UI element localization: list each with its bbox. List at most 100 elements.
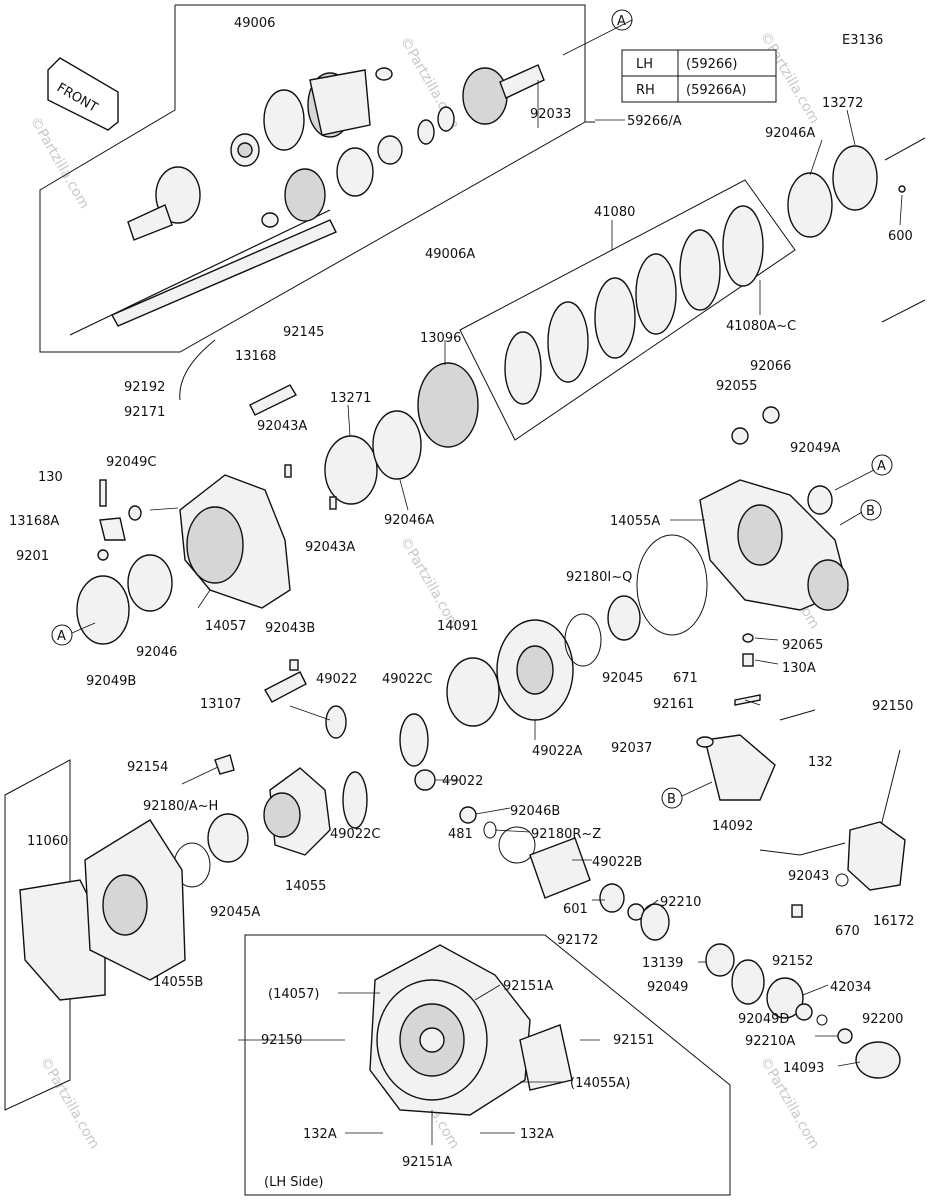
front-arrow-icon: FRONT (47, 57, 119, 131)
label-92192: 92192 (124, 380, 165, 395)
part-labels: 49006 92033 59266/A 49006A 13272 92046A … (9, 16, 914, 1170)
cover-14093 (855, 1041, 901, 1079)
table-side-rh: RH (636, 83, 655, 98)
pin-92043A (284, 464, 292, 478)
frame-edge (881, 299, 926, 323)
label-49022A: 49022A (532, 744, 582, 759)
label-41080AC: 41080A~C (726, 319, 796, 334)
callout-a: A (617, 14, 626, 29)
callout-circle-a (871, 454, 893, 476)
seal-92049 (731, 959, 765, 1005)
drive-shaft-assembly (69, 64, 545, 336)
label-49022: 49022 (316, 672, 357, 687)
pinion-49022-b (414, 769, 436, 791)
diff-case-14055 (263, 767, 331, 856)
label-16172: 16172 (873, 914, 914, 929)
callout-b: B (866, 504, 875, 519)
label-14093: 14093 (783, 1061, 824, 1076)
pin-92043A-b (329, 496, 337, 510)
label-92046A-mid: 92046A (384, 513, 434, 528)
label-92033: 92033 (530, 107, 571, 122)
frame-edge (884, 137, 926, 161)
label-92046A: 92046A (765, 126, 815, 141)
label-670: 670 (835, 924, 860, 939)
lh-side-assembly (369, 944, 573, 1116)
label-92210: 92210 (660, 895, 701, 910)
label-92049D: 92049D (738, 1012, 789, 1027)
actuator-wire (759, 842, 846, 856)
table-part-rh: (59266A) (686, 83, 746, 98)
bolt-92154 (214, 754, 235, 775)
label-49022B: 49022B (592, 855, 642, 870)
cover-bore (102, 874, 148, 936)
sensor-92152 (791, 904, 803, 918)
label-49022C: 49022C (382, 672, 432, 687)
ring-gear-center (516, 645, 554, 695)
label-92152: 92152 (772, 954, 813, 969)
clutch-hub-13096 (417, 362, 479, 448)
bevel-gear-49022C-b (342, 771, 368, 829)
label-14055: 14055 (285, 879, 326, 894)
watermark-text: ©Partzilla.com (37, 1054, 103, 1152)
label-13107: 13107 (200, 697, 241, 712)
leader-lines (71, 19, 903, 1145)
washer-92065 (742, 633, 754, 643)
seal-92049D (795, 1003, 813, 1021)
lh-side-inset-frame (244, 934, 731, 1196)
label-14092: 14092 (712, 819, 753, 834)
label-49006: 49006 (234, 16, 275, 31)
actuator-16172 (847, 821, 906, 891)
callout-a: A (877, 459, 886, 474)
label-92210A: 92210A (745, 1034, 795, 1049)
washer-92200 (816, 1014, 828, 1026)
watermark-text: ©Partzilla.com (27, 114, 93, 212)
label-92043: 92043 (788, 869, 829, 884)
label-92200: 92200 (862, 1012, 903, 1027)
thrust-bearing-92046A (787, 172, 833, 238)
label-11060: 11060 (27, 834, 68, 849)
label-600: 600 (888, 229, 913, 244)
label-49022-b: 49022 (442, 774, 483, 789)
label-92180AH: 92180/A~H (143, 799, 218, 814)
diagram-code: E3136 (842, 33, 883, 48)
label-13271: 13271 (330, 391, 371, 406)
label-14055A: 14055A (610, 514, 660, 529)
label-130: 130 (38, 470, 63, 485)
label-14055B: 14055B (153, 975, 203, 990)
inset-caption: (LH Side) (264, 1175, 323, 1190)
label-92045: 92045 (602, 671, 643, 686)
gear-case-14057 (76, 339, 297, 645)
diff-case-14091 (446, 657, 500, 727)
label-92037: 92037 (611, 741, 652, 756)
callout-circle-b (661, 787, 683, 809)
circlip-481 (483, 821, 497, 839)
label-92150-b: 92150 (261, 1033, 302, 1048)
label-13096: 13096 (420, 331, 461, 346)
gasket-frame (4, 759, 71, 1111)
label-92145: 92145 (283, 325, 324, 340)
label-671: 671 (673, 671, 698, 686)
label-14057-paren: (14057) (268, 987, 320, 1002)
label-92049B: 92049B (86, 674, 136, 689)
label-92046B: 92046B (510, 804, 560, 819)
label-481: 481 (448, 827, 473, 842)
table-part-lh: (59266) (686, 57, 738, 72)
label-92154: 92154 (127, 760, 168, 775)
gear-13139 (705, 943, 735, 977)
thrust-bearing-92046A-mid (372, 410, 422, 480)
label-92151: 92151 (613, 1033, 654, 1048)
label-92045A: 92045A (210, 905, 260, 920)
label-132: 132 (808, 755, 833, 770)
shim-13271 (324, 435, 378, 505)
callout-circle-a (51, 624, 73, 646)
pinion-49022B (529, 837, 591, 899)
label-14091: 14091 (437, 619, 478, 634)
seal-92049A (807, 485, 833, 515)
label-59266A: 59266/A (627, 114, 682, 129)
clutch-plate-set (504, 205, 764, 405)
o-ring-670 (835, 873, 849, 887)
label-92151A-bottom: 92151A (402, 1155, 452, 1170)
shaft-group-frame-lower (39, 5, 586, 353)
label-13139: 13139 (642, 956, 683, 971)
